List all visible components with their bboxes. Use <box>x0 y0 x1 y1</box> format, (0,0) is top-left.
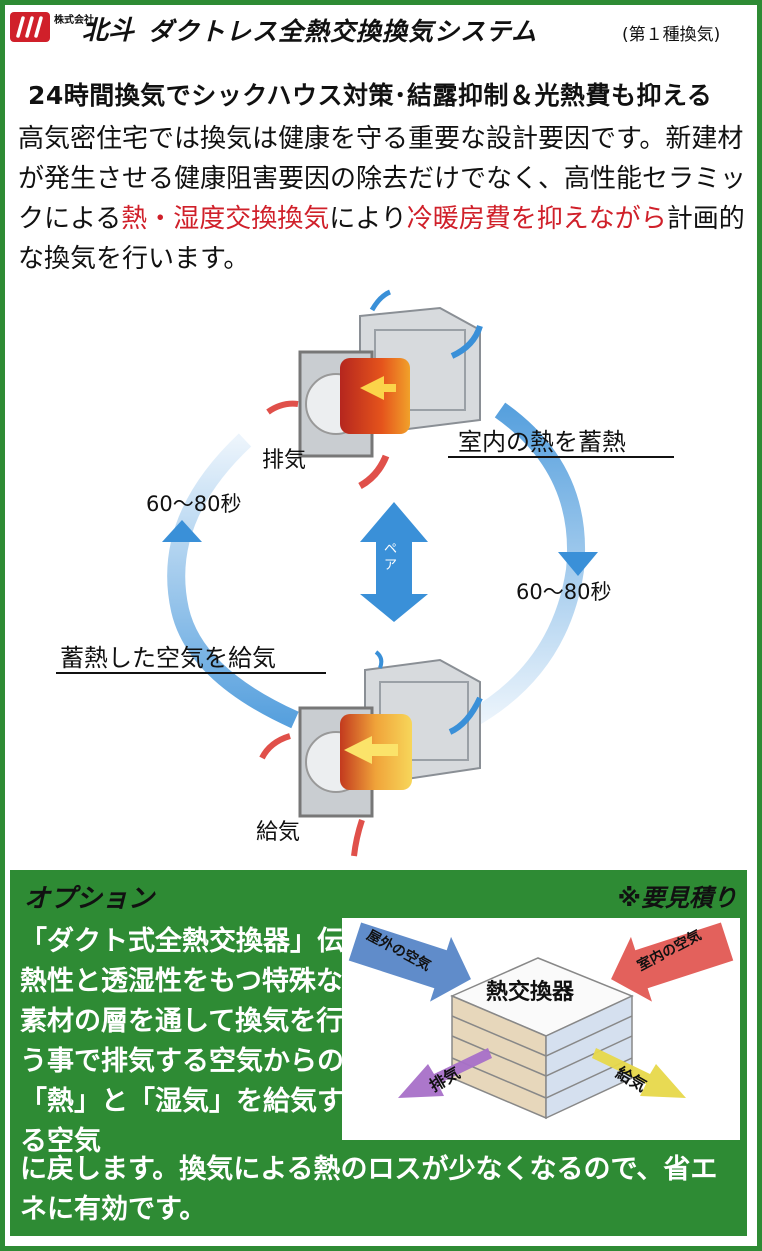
upper-right-arrow <box>450 325 483 359</box>
left-cycle-arrow <box>167 433 299 729</box>
option-note: ※要見積り <box>617 884 737 912</box>
intro-highlight-1: 熱・湿度交換換気 <box>121 204 330 234</box>
right-cycle-arrowhead <box>558 552 598 576</box>
pair-double-arrow <box>360 502 428 622</box>
supply-stored-leader <box>56 672 326 674</box>
intro-text-3: 計画的な換気を行います。 <box>18 204 745 274</box>
upper-vent-unit <box>298 306 481 458</box>
cycle-left-label: 60〜80秒 <box>146 492 242 516</box>
lower-blue-in-arrow <box>448 696 483 735</box>
indoor-air-arrow <box>611 922 734 1002</box>
company-logo-icon <box>10 12 50 42</box>
upper-out-arrow <box>369 289 392 312</box>
supply-label: 給気 <box>256 820 301 845</box>
option-title: オプション <box>24 884 155 914</box>
intro-text-1: 高気密住宅では換気は健康を守る重要な設計要因です。新建材が発生させる健康阻害要因… <box>18 124 747 234</box>
exchanger-title: 熱交換器 <box>486 980 575 1005</box>
option-text-top: 「ダクト式全熱交換器」伝熱性と透湿性をもつ特殊な素材の層を通して換気を行う事で排… <box>20 926 344 1157</box>
intro-highlight-2: 冷暖房費を抑えながら <box>406 204 667 234</box>
outdoor-air-arrow <box>348 922 471 1002</box>
pair-label: ペア <box>384 542 398 573</box>
option-panel: オプション ※要見積り 「ダクト式全熱交換器」伝熱性と透湿性をもつ特殊な素材の層… <box>10 870 747 1236</box>
heat-exchanger-figure: 熱交換器 屋外の空気 室内の空気 排気 給気 <box>342 918 740 1140</box>
store-heat-leader <box>448 456 674 458</box>
supply-stored-label: 蓄熱した空気を給気 <box>60 644 276 672</box>
page-subtitle: 24時間換気でシックハウス対策･結露抑制＆光熱費も抑える <box>28 81 713 110</box>
option-text-bottom: に戻します。換気による熱のロスが少なくなるので、省エネに有効です。 <box>20 1154 718 1225</box>
supply-arrow <box>592 1048 686 1098</box>
intro-text-2: により <box>329 204 407 234</box>
diagram-graphic <box>162 289 598 857</box>
upper-red-low-arrow <box>358 454 390 490</box>
lower-vent-unit <box>298 658 481 818</box>
lower-blue-top-arrow <box>374 650 384 669</box>
brand-name: 北斗 <box>82 16 135 46</box>
heat-exchanger-graphic <box>348 922 734 1120</box>
company-type: 株式会社 <box>54 15 94 26</box>
store-heat-label: 室内の熱を蓄熱 <box>458 428 626 456</box>
left-cycle-arrowhead <box>162 520 202 542</box>
header: 株式会社 北斗 ダクトレス全熱交換換気システム (第１種換気) <box>10 8 750 48</box>
page-title: ダクトレス全熱交換換気システム <box>148 17 538 46</box>
upper-red-in-arrow <box>266 400 299 415</box>
lower-red-left-arrow <box>259 733 291 760</box>
lower-red-down-arrow <box>351 819 365 857</box>
cycle-right-label: 60〜80秒 <box>516 580 612 604</box>
exhaust-label: 排気 <box>262 448 307 473</box>
title-sub: (第１種換気) <box>622 25 721 45</box>
intro-paragraph: 高気密住宅では換気は健康を守る重要な設計要因です。新建材が発生させる健康阻害要因… <box>18 119 748 279</box>
ventilation-diagram: 排気 60〜80秒 60〜80秒 ペア 室内の熱を蓄熱 蓄熱した空気を給気 給気 <box>0 280 762 870</box>
exhaust-arrow <box>398 1048 492 1098</box>
